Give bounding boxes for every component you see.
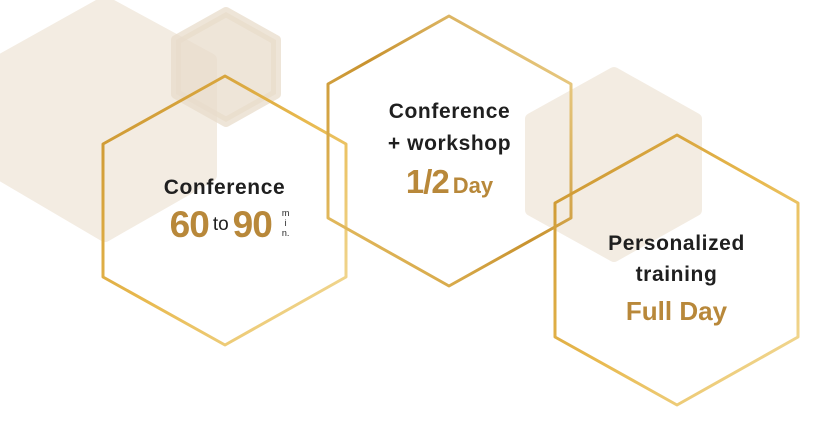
- training-duration: Full Day: [625, 296, 728, 326]
- duration-from: 60: [169, 204, 210, 245]
- workshop-title-line1: Conference: [388, 100, 511, 123]
- duration-unit: m i n.: [281, 208, 290, 238]
- decorative-hexagon-small: [171, 7, 281, 127]
- conference-duration: 60 to 90 m i n.: [113, 204, 346, 246]
- hexagon-outline-training: [553, 133, 800, 407]
- training-title-line1: Personalized: [608, 232, 745, 255]
- duration-connector: to: [212, 214, 229, 235]
- training-title-line2: training: [635, 263, 718, 286]
- conference-title: Conference: [163, 176, 286, 199]
- workshop-duration: 1/2 Day: [328, 160, 571, 208]
- hexagon-outline-workshop: [326, 14, 573, 288]
- workshop-title-line2: + workshop: [387, 132, 512, 155]
- duration-value: 1/2: [405, 163, 450, 200]
- duration-unit: Day: [452, 173, 494, 198]
- duration-to: 90: [232, 204, 273, 245]
- training-card: Personalized training Full Day: [555, 228, 798, 332]
- hexagon-outline-conference: [101, 74, 348, 347]
- conference-card: Conference 60 to 90 m i n.: [103, 172, 346, 246]
- workshop-card: Conference + workshop 1/2 Day: [328, 96, 571, 208]
